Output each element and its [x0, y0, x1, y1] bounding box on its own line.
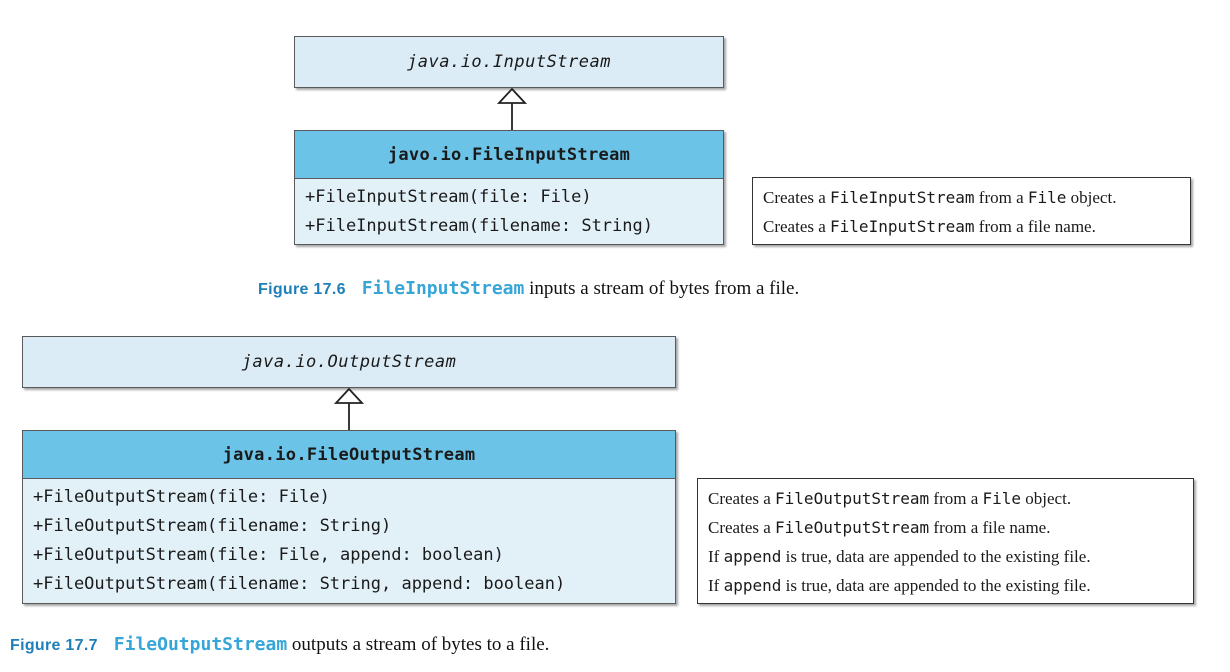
caption-figure-17-6-text: inputs a stream of bytes from a file.: [524, 278, 800, 299]
caption-figure-17-7: Figure 17.7 FileOutputStream outputs a st…: [10, 634, 549, 656]
note-text-fragment: from a: [974, 188, 1028, 207]
class-fileinputstream-members: +FileInputStream(file: File) +FileInputSt…: [295, 179, 723, 241]
note-code-fragment: append: [723, 547, 782, 566]
inheritance-arrow-2: [333, 387, 365, 431]
superclass-outputstream-box: java.io.OutputStream: [22, 336, 676, 388]
note-text-fragment: from a file name.: [974, 217, 1096, 236]
class-fileinputstream-box: javo.io.FileInputStream +FileInputStream…: [294, 130, 724, 245]
class-fileoutputstream-name: java.io.FileOutputStream: [222, 444, 476, 465]
note-text-fragment: Creates a: [708, 518, 776, 537]
note-fileoutputstream: Creates a FileOutputStream from a File o…: [697, 478, 1194, 604]
note-text-fragment: If: [708, 547, 724, 566]
note-text-fragment: object.: [1021, 489, 1072, 508]
note-line: Creates a FileInputStream from a file na…: [763, 212, 1180, 241]
note-code-fragment: FileInputStream: [830, 217, 975, 236]
note-text-fragment: Creates a: [763, 188, 831, 207]
note-text-fragment: is true, data are appended to the existi…: [781, 547, 1091, 566]
note-text-fragment: object.: [1066, 188, 1117, 207]
class-member: +FileOutputStream(filename: String, appe…: [33, 574, 566, 594]
class-fileinputstream-header: javo.io.FileInputStream: [295, 131, 723, 179]
note-text-fragment: Creates a: [763, 217, 831, 236]
class-member: +FileOutputStream(filename: String): [33, 516, 392, 536]
caption-figure-17-6-label: Figure 17.6: [258, 281, 346, 298]
note-line: If append is true, data are appended to …: [708, 571, 1183, 600]
class-member: +FileOutputStream(file: File, append: bo…: [33, 545, 504, 565]
caption-figure-17-6: Figure 17.6 FileInputStream inputs a stre…: [258, 278, 799, 300]
inheritance-arrow-1: [496, 87, 528, 131]
superclass-outputstream-name: java.io.OutputStream: [241, 352, 457, 372]
class-member: +FileInputStream(filename: String): [305, 216, 653, 236]
class-fileoutputstream-members: +FileOutputStream(file: File) +FileOutput…: [23, 479, 675, 599]
caption-figure-17-7-label: Figure 17.7: [10, 637, 98, 654]
superclass-inputstream-name: java.io.InputStream: [407, 52, 611, 72]
class-fileoutputstream-box: java.io.FileOutputStream +FileOutputStre…: [22, 430, 676, 604]
note-text-fragment: from a: [929, 489, 983, 508]
note-line: Creates a FileInputStream from a File ob…: [763, 183, 1180, 212]
note-line: Creates a FileOutputStream from a File o…: [708, 484, 1183, 513]
note-code-fragment: append: [723, 576, 782, 595]
note-code-fragment: FileInputStream: [830, 188, 975, 207]
class-member: +FileInputStream(file: File): [305, 187, 592, 207]
note-line: Creates a FileOutputStream from a file n…: [708, 513, 1183, 542]
note-text-fragment: from a file name.: [929, 518, 1051, 537]
caption-figure-17-7-code: FileOutputStream: [113, 634, 288, 655]
note-line: If append is true, data are appended to …: [708, 542, 1183, 571]
note-code-fragment: FileOutputStream: [775, 518, 930, 537]
note-code-fragment: FileOutputStream: [775, 489, 930, 508]
caption-figure-17-6-code: FileInputStream: [361, 278, 525, 299]
note-fileinputstream: Creates a FileInputStream from a File ob…: [752, 177, 1191, 245]
class-fileinputstream-name: javo.io.FileInputStream: [387, 144, 631, 165]
class-fileoutputstream-header: java.io.FileOutputStream: [23, 431, 675, 479]
caption-figure-17-7-text: outputs a stream of bytes to a file.: [287, 634, 550, 655]
note-text-fragment: Creates a: [708, 489, 776, 508]
note-code-fragment: File: [1027, 188, 1067, 207]
note-text-fragment: is true, data are appended to the existi…: [781, 576, 1091, 595]
class-member: +FileOutputStream(file: File): [33, 487, 330, 507]
superclass-inputstream-box: java.io.InputStream: [294, 36, 724, 88]
note-code-fragment: File: [982, 489, 1022, 508]
note-text-fragment: If: [708, 576, 724, 595]
